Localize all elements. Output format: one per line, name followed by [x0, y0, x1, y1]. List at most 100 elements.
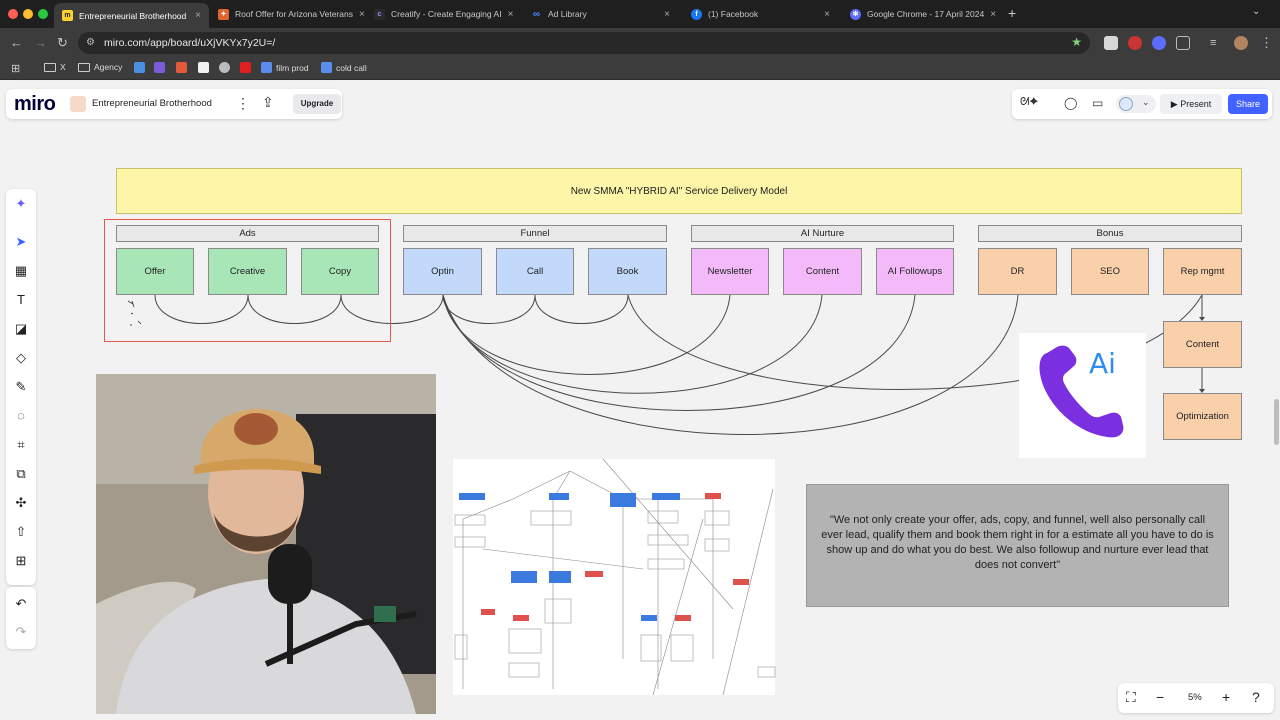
- highlight-frame[interactable]: [104, 219, 391, 342]
- upload-icon[interactable]: ⇧: [15, 524, 27, 539]
- back-arrow-icon[interactable]: ←: [10, 35, 23, 50]
- comment-icon[interactable]: ◌: [17, 408, 25, 423]
- zoom-in-icon[interactable]: +: [1222, 689, 1231, 705]
- bookmark-folder-agency[interactable]: Agency: [78, 62, 122, 72]
- bookmark-icon[interactable]: [219, 62, 230, 73]
- bookmark-icon[interactable]: [134, 62, 145, 73]
- browser-tab[interactable]: ✦ Roof Offer for Arizona Veterans ×: [210, 3, 365, 25]
- node-dr[interactable]: DR: [978, 248, 1057, 295]
- flowchart-thumbnail-image[interactable]: [453, 458, 776, 696]
- diagram-title[interactable]: New SMMA "HYBRID AI" Service Delivery Mo…: [116, 168, 1242, 214]
- reload-icon[interactable]: ↻: [57, 35, 68, 50]
- quote-sticky-note[interactable]: "We not only create your offer, ads, cop…: [806, 484, 1229, 607]
- redo-icon[interactable]: ↷: [15, 624, 27, 639]
- bookmark-folder-x[interactable]: X: [44, 62, 66, 72]
- node-offer[interactable]: Offer: [116, 248, 194, 295]
- bookmark-star-icon[interactable]: ★: [1071, 35, 1082, 49]
- close-tab-icon[interactable]: ×: [824, 8, 830, 20]
- node-optimization[interactable]: Optimization: [1163, 393, 1242, 440]
- site-info-icon[interactable]: ⚙: [86, 37, 95, 48]
- node-rep-mgmt[interactable]: Rep mgmt: [1163, 248, 1242, 295]
- share-button[interactable]: Share: [1228, 94, 1268, 114]
- apps-icon[interactable]: ⧉: [16, 466, 26, 481]
- webcam-overlay-image: [96, 374, 436, 714]
- close-tab-icon[interactable]: ×: [195, 10, 201, 21]
- node-newsletter[interactable]: Newsletter: [691, 248, 769, 295]
- extensions-puzzle-icon[interactable]: [1176, 36, 1190, 50]
- youtube-bookmark-icon[interactable]: [240, 62, 251, 73]
- node-book[interactable]: Book: [588, 248, 667, 295]
- undo-icon[interactable]: ↶: [15, 596, 27, 611]
- templates-icon[interactable]: ▦: [14, 263, 28, 278]
- browser-tab[interactable]: ∞ Ad Library ×: [532, 8, 670, 20]
- select-cursor-icon[interactable]: ➤: [15, 234, 27, 249]
- bookmark-icon[interactable]: [176, 62, 187, 73]
- bookmark-cold-call[interactable]: cold call: [321, 62, 367, 73]
- zoom-out-icon[interactable]: −: [1156, 689, 1165, 705]
- group-header-bonus[interactable]: Bonus: [978, 225, 1242, 242]
- group-header-ai-nurture[interactable]: AI Nurture: [691, 225, 954, 242]
- group-header-ads[interactable]: Ads: [116, 225, 379, 242]
- help-icon[interactable]: ?: [1252, 689, 1260, 705]
- chat-icon[interactable]: ◯: [1064, 96, 1078, 110]
- node-ai-followups[interactable]: AI Followups: [876, 248, 954, 295]
- ai-sparkle-icon[interactable]: ✦: [15, 196, 27, 211]
- board-canvas[interactable]: New SMMA "HYBRID AI" Service Delivery Mo…: [0, 81, 1280, 720]
- shapes-icon[interactable]: ◇: [16, 350, 26, 365]
- more-options-icon[interactable]: ⋮: [236, 95, 250, 111]
- new-tab-icon[interactable]: +: [1008, 5, 1017, 21]
- sticky-note-icon[interactable]: ◪: [14, 321, 28, 336]
- pen-icon[interactable]: ✎: [15, 379, 27, 394]
- extension-icon[interactable]: [1104, 36, 1118, 50]
- node-copy[interactable]: Copy: [301, 248, 379, 295]
- address-bar[interactable]: ⚙ miro.com/app/board/uXjVKYx7y2U=/ ★: [78, 32, 1090, 54]
- frame-icon[interactable]: ⌗: [17, 437, 25, 452]
- reactions-icon[interactable]: ᘛ✦: [1020, 96, 1039, 108]
- reading-list-icon[interactable]: ≡: [1210, 37, 1217, 49]
- zoom-level: 5%: [1188, 692, 1202, 703]
- profile-avatar[interactable]: [1234, 36, 1248, 50]
- node-content[interactable]: Content: [783, 248, 862, 295]
- browser-tab[interactable]: m Entrepreneurial Brotherhood ×: [54, 3, 209, 28]
- browser-tab[interactable]: f (1) Facebook ×: [683, 3, 838, 25]
- bookmark-icon[interactable]: [154, 62, 165, 73]
- present-button[interactable]: ▶ Present: [1160, 94, 1222, 114]
- node-rep-content[interactable]: Content: [1163, 321, 1242, 368]
- upgrade-button[interactable]: Upgrade: [293, 94, 341, 114]
- add-more-icon[interactable]: ⊞: [15, 553, 27, 568]
- ai-phone-logo-image[interactable]: Ai: [1019, 333, 1146, 458]
- vertical-scrollbar[interactable]: [1274, 399, 1279, 445]
- bookmark-icon[interactable]: [198, 62, 209, 73]
- node-seo[interactable]: SEO: [1071, 248, 1149, 295]
- apps-grid-icon[interactable]: ⊞: [11, 63, 21, 75]
- minimize-window-icon[interactable]: [23, 9, 33, 19]
- bookmark-film-prod[interactable]: film prod: [261, 62, 309, 73]
- maximize-window-icon[interactable]: [38, 9, 48, 19]
- doc-icon: [261, 62, 272, 73]
- group-header-funnel[interactable]: Funnel: [403, 225, 667, 242]
- close-tab-icon[interactable]: ×: [358, 8, 365, 20]
- collaborators-avatar[interactable]: ⌄: [1116, 95, 1156, 113]
- close-tab-icon[interactable]: ×: [990, 8, 997, 20]
- node-optin[interactable]: Optin: [403, 248, 482, 295]
- browser-tab[interactable]: c Creatify - Create Engaging AI ×: [366, 3, 521, 25]
- export-upload-icon[interactable]: ⇪: [262, 94, 274, 110]
- extension-record-icon[interactable]: [1128, 36, 1142, 50]
- extension-chrome-icon[interactable]: [1152, 36, 1166, 50]
- board-title[interactable]: Entrepreneurial Brotherhood: [92, 98, 212, 109]
- node-creative[interactable]: Creative: [208, 248, 287, 295]
- forward-arrow-icon[interactable]: →: [34, 35, 47, 50]
- mindmap-icon[interactable]: ✣: [15, 495, 27, 510]
- miro-logo[interactable]: miro: [14, 93, 56, 115]
- chrome-menu-icon[interactable]: ⋮: [1260, 35, 1273, 50]
- node-call[interactable]: Call: [496, 248, 574, 295]
- fit-to-screen-icon[interactable]: ⛶: [1126, 689, 1136, 705]
- text-icon[interactable]: T: [17, 292, 25, 307]
- close-tab-icon[interactable]: ×: [664, 8, 670, 20]
- close-tab-icon[interactable]: ×: [507, 8, 514, 20]
- video-call-icon[interactable]: ▭: [1092, 96, 1104, 110]
- close-window-icon[interactable]: [8, 9, 18, 19]
- browser-tab-strip: m Entrepreneurial Brotherhood × ✦ Roof O…: [0, 0, 1280, 28]
- tab-search-chevron-icon[interactable]: ⌄: [1252, 6, 1261, 17]
- browser-tab[interactable]: ✻ Google Chrome - 17 April 2024 ×: [842, 3, 1000, 25]
